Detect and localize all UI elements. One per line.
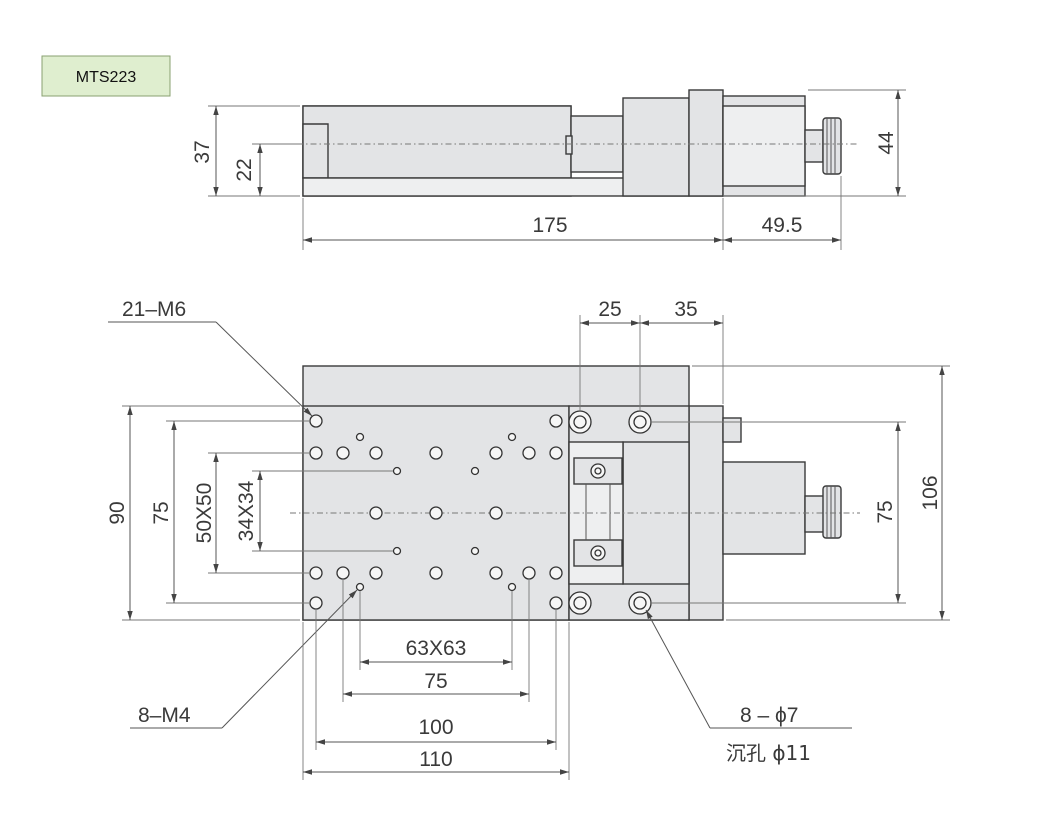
side-thimble: [804, 129, 824, 163]
label-counterbore-count: 8 – ϕ7: [740, 704, 798, 727]
dim-106: 106: [919, 475, 942, 510]
label-counterbore-spec: 沉孔 ϕ11: [726, 741, 811, 765]
label-8-m4: 8–M4: [138, 704, 191, 727]
side-micrometer-inner: [722, 105, 806, 187]
label-21-m6: 21–M6: [122, 298, 186, 321]
dim-35: 35: [674, 298, 697, 321]
side-knob-icon: [822, 117, 842, 175]
dim-100: 100: [418, 716, 453, 739]
dim-75-left: 75: [150, 501, 173, 524]
dim-25: 25: [598, 298, 621, 321]
dim-34x34: 34X34: [235, 480, 258, 541]
lock-screw: [722, 417, 742, 443]
model-label: MTS223: [76, 69, 137, 86]
dim-37: 37: [191, 140, 214, 163]
side-view: 37 22 44 175 49.5: [191, 89, 906, 250]
dim-63x63: 63X63: [406, 637, 467, 660]
side-carriage: [302, 105, 572, 179]
side-end-plate: [302, 123, 329, 179]
thimble: [804, 495, 826, 533]
side-flange: [688, 89, 724, 197]
knob-icon: [822, 485, 842, 539]
dim-44: 44: [875, 131, 898, 155]
dim-50x50: 50X50: [193, 483, 216, 544]
micrometer-body: [722, 461, 806, 555]
dim-175: 175: [532, 214, 567, 237]
dim-75-right: 75: [874, 500, 897, 523]
dim-90: 90: [106, 501, 129, 524]
m4-holes: [355, 432, 517, 592]
top-view: 21–M6 8–M4 25 35 90 75 50X50 34X34: [106, 298, 950, 780]
side-micrometer-sleeve: [622, 97, 690, 197]
counterbore-holes: [568, 410, 652, 615]
side-screw-tip: [565, 135, 573, 155]
dim-75-bottom: 75: [424, 670, 447, 693]
m6-holes: [309, 414, 563, 610]
dim-22: 22: [233, 158, 256, 181]
dim-110: 110: [419, 748, 452, 771]
dim-49-5: 49.5: [762, 214, 803, 237]
model-badge: MTS223: [41, 55, 171, 97]
